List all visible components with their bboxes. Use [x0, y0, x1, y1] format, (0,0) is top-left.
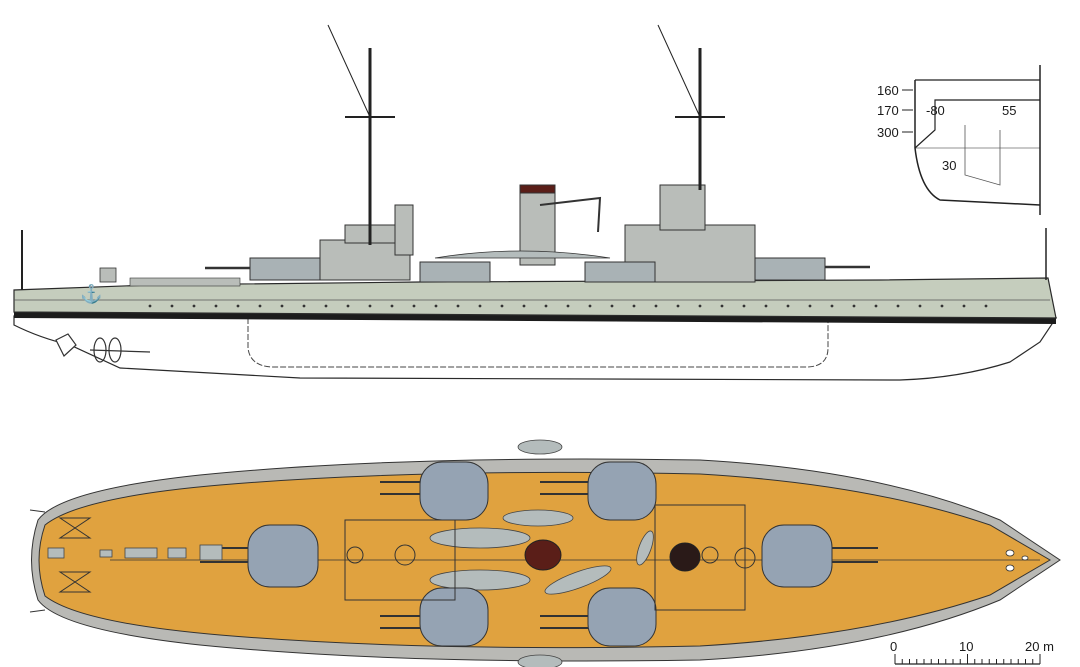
porthole	[896, 304, 900, 308]
scale-bar: 0 10 20 m	[890, 639, 1054, 665]
porthole	[346, 304, 350, 308]
porthole	[456, 304, 460, 308]
porthole	[610, 304, 614, 308]
side-profile: ⚓	[13, 24, 1058, 381]
porthole	[522, 304, 526, 308]
porthole	[984, 304, 988, 308]
porthole	[940, 304, 944, 308]
porthole	[962, 304, 966, 308]
belt-armor-outline	[247, 318, 829, 368]
gun-barrels-plan	[200, 481, 878, 629]
porthole	[390, 304, 394, 308]
plan-view	[29, 439, 1061, 667]
porthole	[808, 304, 812, 308]
turret-c-stbd	[587, 587, 657, 647]
turret-d	[761, 524, 833, 588]
turret-c-port	[587, 461, 657, 521]
armor-label-minus80: -80	[926, 103, 945, 118]
porthole	[170, 304, 174, 308]
porthole	[544, 304, 548, 308]
armor-label-160: 160	[877, 83, 899, 98]
porthole	[764, 304, 768, 308]
armor-section: 160 170 300 -80 55 30	[877, 65, 1041, 215]
plan-boats	[429, 439, 654, 667]
porthole	[874, 304, 878, 308]
masts	[21, 24, 1047, 290]
funnel-top-main	[524, 539, 562, 571]
porthole	[192, 304, 196, 308]
porthole	[698, 304, 702, 308]
porthole	[368, 304, 372, 308]
boats-side	[434, 250, 611, 259]
porthole	[280, 304, 284, 308]
propeller-icon	[55, 333, 151, 363]
porthole	[148, 304, 152, 308]
lower-hull	[13, 315, 1058, 381]
armor-label-300: 300	[877, 125, 899, 140]
portholes	[148, 304, 988, 308]
porthole	[654, 304, 658, 308]
armor-label-55: 55	[1002, 103, 1016, 118]
gun-barrels-side	[205, 265, 870, 270]
porthole	[236, 304, 240, 308]
porthole	[830, 304, 834, 308]
anchor-icon: ⚓	[80, 283, 102, 304]
porthole	[720, 304, 724, 308]
porthole	[588, 304, 592, 308]
porthole	[258, 304, 262, 308]
deck-fittings	[47, 544, 223, 561]
funnel-top-aft	[669, 542, 701, 572]
porthole	[742, 304, 746, 308]
armor-label-30: 30	[942, 158, 956, 173]
porthole	[500, 304, 504, 308]
porthole	[676, 304, 680, 308]
porthole	[632, 304, 636, 308]
turret-a	[247, 524, 319, 588]
porthole	[434, 304, 438, 308]
porthole	[324, 304, 328, 308]
turret-b-port	[419, 461, 489, 521]
porthole	[478, 304, 482, 308]
scale-label-20m: 20 m	[1025, 639, 1054, 654]
porthole	[918, 304, 922, 308]
turret-b-stbd	[419, 587, 489, 647]
porthole	[852, 304, 856, 308]
crane	[539, 196, 602, 233]
side-turrets	[249, 257, 826, 283]
porthole	[566, 304, 570, 308]
scale-label-10: 10	[959, 639, 973, 654]
plan-turrets	[247, 461, 833, 647]
porthole	[412, 304, 416, 308]
porthole	[786, 304, 790, 308]
porthole	[302, 304, 306, 308]
armor-label-170: 170	[877, 103, 899, 118]
fore-superstructure	[319, 204, 414, 281]
porthole	[214, 304, 218, 308]
scale-label-0: 0	[890, 639, 897, 654]
waterline	[14, 312, 1056, 324]
